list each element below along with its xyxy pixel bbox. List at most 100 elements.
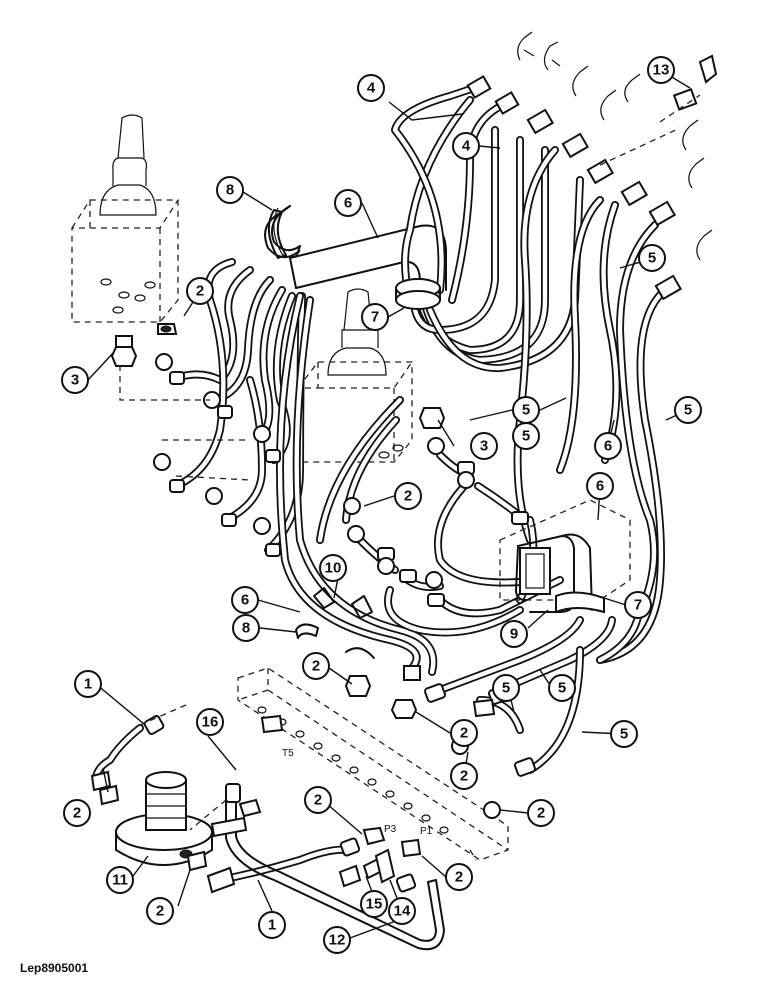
svg-text:12: 12: [329, 932, 346, 949]
svg-text:2: 2: [404, 488, 412, 505]
svg-text:8: 8: [226, 182, 234, 199]
upper-hose-end-fittings: [466, 75, 698, 301]
callout-5: 5: [512, 396, 540, 424]
svg-text:2: 2: [312, 658, 320, 675]
lower-hoses: [276, 292, 644, 774]
svg-text:2: 2: [156, 903, 164, 920]
svg-text:13: 13: [653, 62, 670, 79]
svg-text:4: 4: [462, 138, 471, 155]
callout-14: 15: [360, 890, 388, 918]
callout-2: 2: [445, 863, 473, 891]
callout-9: 9: [500, 620, 528, 648]
callout-7: 7: [361, 303, 389, 331]
svg-text:2: 2: [314, 792, 322, 809]
callout-2: 2: [302, 652, 330, 680]
svg-text:6: 6: [604, 438, 612, 455]
callout-13: 14: [388, 897, 416, 925]
svg-text:2: 2: [73, 805, 81, 822]
callout-8: 8: [216, 176, 244, 204]
pressure-hose-lower: [216, 845, 352, 884]
mating-port-fittings: [517, 31, 718, 261]
svg-text:3: 3: [71, 372, 79, 389]
svg-text:6: 6: [344, 195, 352, 212]
callout-2: 2: [450, 762, 478, 790]
callout-2: 2: [450, 719, 478, 747]
callout-2: 2: [527, 799, 555, 827]
svg-text:11: 11: [112, 872, 128, 889]
callout-4: 5: [638, 244, 666, 272]
svg-text:9: 9: [510, 626, 518, 643]
port-label-t5: T5: [282, 748, 294, 759]
hose-clamp-10: [313, 587, 373, 619]
callout-leaders: [87, 72, 691, 939]
callout-1: 1: [74, 670, 102, 698]
callout-10: 10: [319, 554, 347, 582]
svg-text:6: 6: [241, 592, 249, 609]
svg-text:7: 7: [634, 597, 642, 614]
svg-text:5: 5: [620, 726, 628, 743]
callout-6: 6: [334, 189, 362, 217]
callout-2: 2: [63, 799, 91, 827]
upper-hose-bundle: [391, 82, 584, 373]
callout-4: 5: [548, 674, 576, 702]
drawing-reference: Lep8905001: [20, 961, 88, 975]
pressure-hose-upper: [92, 724, 144, 784]
svg-text:4: 4: [367, 80, 376, 97]
callout-4: 5: [512, 422, 540, 450]
svg-text:14: 14: [394, 903, 411, 920]
svg-text:8: 8: [242, 620, 250, 637]
svg-text:5: 5: [648, 250, 656, 267]
svg-text:5: 5: [522, 428, 530, 445]
hose-clamp-upper: [395, 278, 441, 310]
port-label-p1: P1: [420, 826, 433, 837]
callout-3: 3: [61, 366, 89, 394]
callout-5: 5: [610, 720, 638, 748]
hose-clip-upper: [264, 205, 301, 259]
svg-text:16: 16: [202, 714, 219, 731]
svg-text:7: 7: [371, 309, 379, 326]
svg-text:1: 1: [84, 676, 92, 693]
right-joystick-valve: [297, 288, 413, 463]
pressure-switch: [115, 771, 213, 866]
svg-text:6: 6: [596, 478, 604, 495]
svg-text:5: 5: [502, 680, 510, 697]
callout-4: 5: [674, 396, 702, 424]
callout-5: 5: [492, 674, 520, 702]
callout-11: 11: [106, 866, 134, 894]
callout-2: 2: [146, 897, 174, 925]
port-label-p3: P3: [384, 824, 397, 835]
callout-3: 3: [470, 432, 498, 460]
svg-text:2: 2: [460, 768, 468, 785]
svg-text:2: 2: [537, 805, 545, 822]
svg-text:3: 3: [480, 438, 488, 455]
callout-5: 6: [594, 432, 622, 460]
svg-text:15: 15: [366, 896, 383, 913]
svg-text:5: 5: [522, 402, 530, 419]
callout-6: 6: [586, 472, 614, 500]
callout-2: 2: [394, 482, 422, 510]
left-joystick-valve: [71, 114, 179, 323]
callout-7: 7: [624, 591, 652, 619]
callout-4: 4: [357, 74, 385, 102]
callout-2: 2: [186, 277, 214, 305]
svg-text:2: 2: [455, 869, 463, 886]
svg-text:1: 1: [268, 917, 276, 934]
assembly-reference-lines: [119, 365, 477, 861]
svg-text:10: 10: [325, 560, 342, 577]
callout-5: 6: [231, 586, 259, 614]
right-hoses: [513, 146, 669, 664]
callout-2: 2: [304, 786, 332, 814]
callout-12: 13: [647, 56, 675, 84]
callout-1: 1: [258, 911, 286, 939]
hose-sleeve-lower: [499, 499, 631, 614]
hose-clip-lower: [295, 623, 375, 659]
callout-15: 12: [323, 926, 351, 954]
callout-8: 8: [232, 614, 260, 642]
callout-4: 4: [452, 132, 480, 160]
svg-text:2: 2: [196, 283, 204, 300]
callout-16: 16: [196, 708, 224, 736]
svg-text:5: 5: [558, 680, 566, 697]
svg-text:2: 2: [460, 725, 468, 742]
svg-text:5: 5: [684, 402, 692, 419]
